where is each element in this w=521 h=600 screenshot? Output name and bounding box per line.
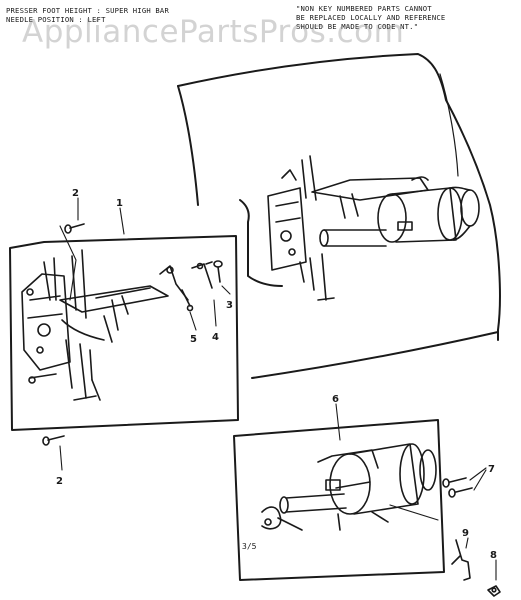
callout-2-bottom: 2 (56, 476, 63, 487)
needle-position-note: NEEDLE POSITION : LEFT (6, 15, 106, 24)
loose-hardware (442, 477, 501, 597)
machine-body-outline (177, 53, 501, 379)
callout-4: 4 (212, 332, 219, 343)
callout-labels: 1 2 2 3 4 5 6 7 8 9 (56, 188, 497, 561)
callout-5: 5 (190, 334, 197, 345)
callout-7: 7 (488, 464, 495, 475)
header-notes-left: PRESSER FOOT HEIGHT : SUPER HIGH BAR NEE… (6, 6, 169, 24)
header-notes-right: "NON KEY NUMBERED PARTS CANNOT BE REPLAC… (296, 4, 445, 31)
callout-8: 8 (490, 550, 497, 561)
leader-lines (59, 197, 497, 581)
callout-3: 3 (226, 300, 233, 311)
callout-1: 1 (116, 198, 123, 209)
non-key-note-line1: "NON KEY NUMBERED PARTS CANNOT (296, 4, 432, 13)
callout-6: 6 (332, 394, 339, 405)
non-key-note-line2: BE REPLACED LOCALLY AND REFERENCE (296, 13, 446, 22)
page-number: 3/5 (242, 542, 257, 551)
screw-2-bottom (42, 435, 65, 446)
presser-foot-note: PRESSER FOOT HEIGHT : SUPER HIGH BAR (6, 6, 169, 15)
assembly-box-6 (233, 419, 445, 581)
non-key-note-line3: SHOULD BE MADE TO CODE NT." (296, 22, 419, 31)
assembly-box-1 (9, 235, 239, 431)
callout-2-top: 2 (72, 188, 79, 199)
callout-9: 9 (462, 528, 469, 539)
installed-mechanism (267, 155, 480, 301)
screw-2-top (64, 223, 85, 234)
watermark: AppliancePartsPros.com (22, 14, 405, 50)
